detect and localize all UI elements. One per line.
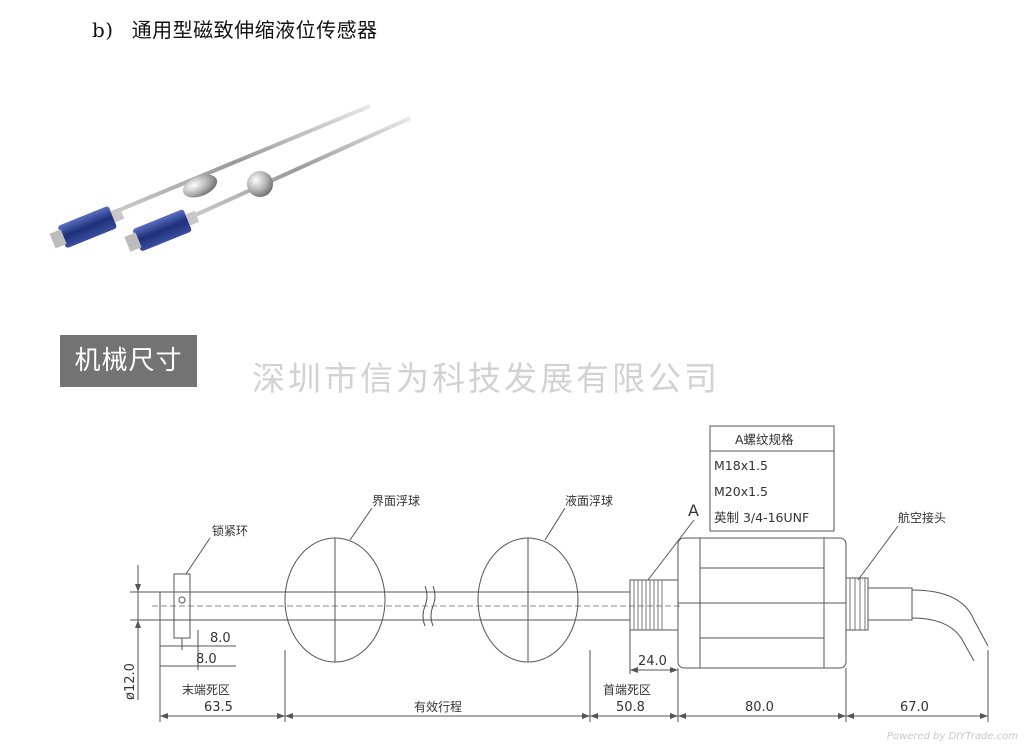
thread-spec-row: 英制 3/4-16UNF xyxy=(714,510,809,525)
dim-ring-a: 8.0 xyxy=(210,631,231,646)
product-photo xyxy=(49,104,411,252)
dim-tail: 63.5 xyxy=(204,700,233,715)
thread-spec-row: M18x1.5 xyxy=(714,458,768,473)
dim-diameter: ø12.0 xyxy=(123,663,138,700)
thread-spec-title: A螺纹规格 xyxy=(735,432,794,447)
label-connector: 航空接头 xyxy=(898,510,946,525)
dim-head: 50.8 xyxy=(616,700,645,715)
site-watermark: Powered by DIYTrade.com xyxy=(886,731,1018,742)
label-head-dead-zone: 首端死区 xyxy=(603,683,651,697)
label-effective-travel: 有效行程 xyxy=(414,699,462,714)
dim-thread-len: 24.0 xyxy=(638,654,667,669)
dim-body: 80.0 xyxy=(745,700,774,715)
dim-ring-b: 8.0 xyxy=(196,652,217,667)
sensor-1 xyxy=(49,104,371,249)
page-heading: b) 通用型磁致伸缩液位传感器 xyxy=(92,14,378,43)
label-thread-marker: A xyxy=(688,501,699,520)
heading-title: 通用型磁致伸缩液位传感器 xyxy=(131,18,378,42)
section-badge: 机械尺寸 xyxy=(60,335,197,387)
company-name: 深圳市信为科技发展有限公司 xyxy=(252,359,720,398)
label-level-float: 液面浮球 xyxy=(565,493,613,508)
label-lock-ring: 锁紧环 xyxy=(212,523,248,538)
sensor-2 xyxy=(124,116,411,252)
label-tail-dead-zone: 末端死区 xyxy=(182,683,230,697)
label-interface-float: 界面浮球 xyxy=(372,494,420,508)
dim-cable: 67.0 xyxy=(900,700,929,715)
thread-spec-row: M20x1.5 xyxy=(714,484,768,499)
heading-index: b) xyxy=(92,18,114,42)
